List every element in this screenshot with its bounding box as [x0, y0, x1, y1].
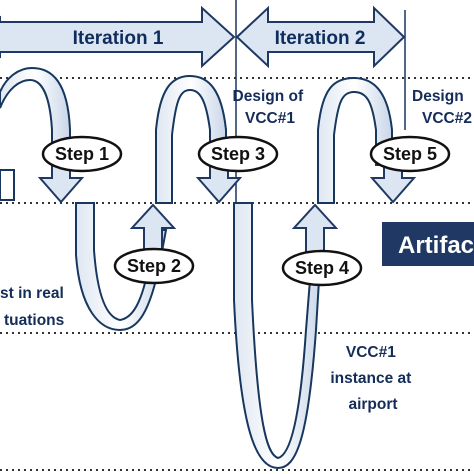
- iteration-1-arrow: Iteration 1: [0, 5, 236, 69]
- loop-ribbon-0-back: [0, 169, 15, 201]
- vcc1-instance-label: VCC#1 instance at airport: [330, 344, 415, 413]
- design-vcc1-label: Design of VCC#1: [233, 88, 308, 127]
- step-2-badge: Step 2: [113, 247, 195, 285]
- test-real-situations-label: st in real tuations: [0, 285, 68, 329]
- iteration-2-label: Iteration 2: [275, 28, 366, 49]
- iteration-2-arrow: Iteration 2: [235, 5, 406, 69]
- step-5-label: Step 5: [383, 144, 437, 164]
- step-4-up-arrow: [291, 203, 339, 256]
- artifact-label: Artifac: [398, 232, 474, 259]
- step-3-label: Step 3: [211, 144, 265, 164]
- step-3-badge: Step 3: [197, 135, 279, 173]
- artifact-box: Artifac: [382, 222, 474, 266]
- step-4-label: Step 4: [295, 258, 349, 278]
- design-vcc2-label: Design VCC#2: [412, 88, 472, 127]
- step-5-badge: Step 5: [369, 135, 451, 173]
- step-2-label: Step 2: [127, 256, 181, 276]
- step-1-badge: Step 1: [41, 135, 123, 173]
- iteration-1-label: Iteration 1: [73, 28, 164, 49]
- step-1-label: Step 1: [55, 144, 109, 164]
- step-4-badge: Step 4: [281, 249, 363, 287]
- loop-ribbon-1: [75, 202, 168, 332]
- step-2-up-arrow: [129, 203, 177, 256]
